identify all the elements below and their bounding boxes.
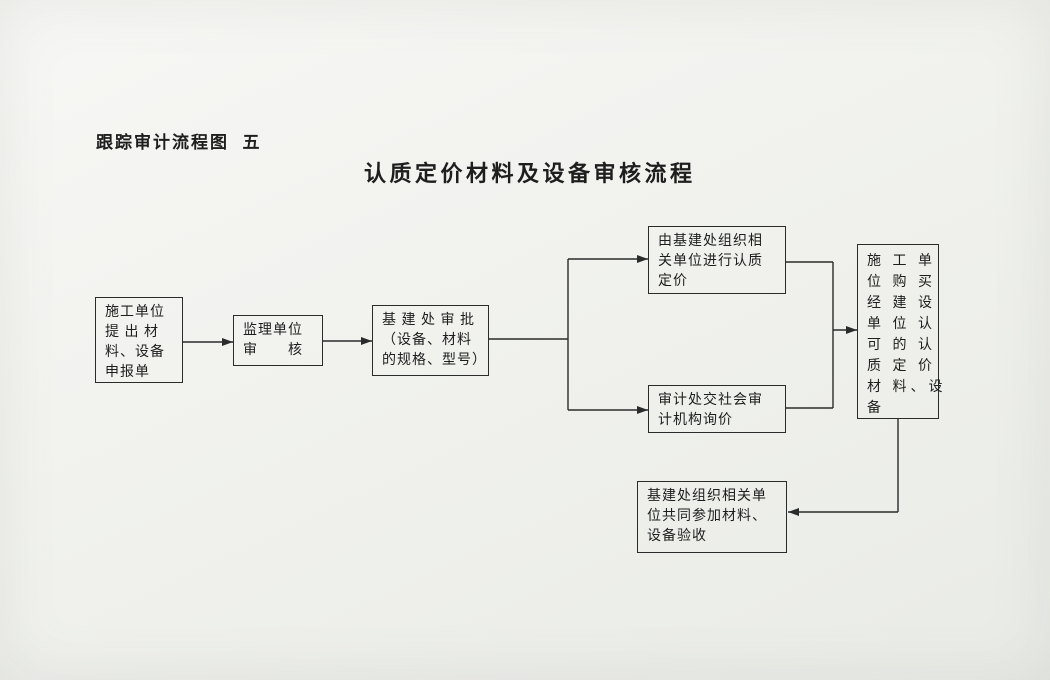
node-supervisor-review: 监理单位 审 核 xyxy=(233,315,323,366)
node-acceptance-check: 基建处组织相关单 位共同参加材料、 设备验收 xyxy=(637,481,787,553)
figure-label: 跟踪审计流程图 五 xyxy=(96,133,262,152)
node-infrastructure-approval: 基 建 处 审 批 （设备、材料 的规格、型号） xyxy=(372,305,489,376)
node-organize-pricing: 由基建处组织相 关单位进行认质 定价 xyxy=(648,226,786,294)
node-material-declaration: 施工单位 提 出 材 料、设备 申报单 xyxy=(95,297,183,383)
node-audit-inquiry: 审计处交社会审 计机构询价 xyxy=(648,385,786,433)
diagram-title: 认质定价材料及设备审核流程 xyxy=(364,161,696,186)
node-purchase-approved-materials: 施 工 单 位 购 买 经 建 设 单 位 认 可 的 认 质 定 价 材 料、… xyxy=(857,244,943,419)
